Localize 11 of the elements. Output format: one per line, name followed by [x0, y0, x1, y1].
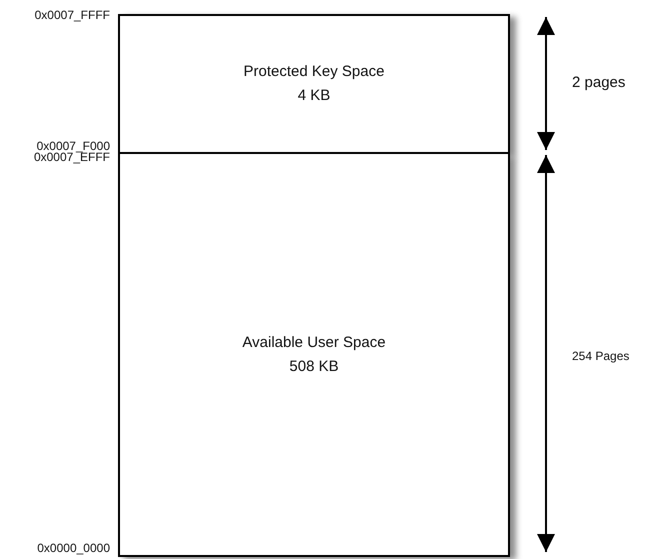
memory-region — [118, 14, 510, 154]
address-label: 0x0007_F000 — [36, 139, 110, 153]
page-count-label: 254 Pages — [572, 349, 630, 363]
region-name: Available User Space — [242, 332, 386, 352]
region-size: 508 KB — [289, 356, 339, 376]
memory-region — [118, 154, 510, 557]
region-size: 4 KB — [298, 86, 330, 106]
address-label: 0x0007_FFFF — [34, 8, 110, 22]
region-name: Protected Key Space — [244, 62, 384, 82]
address-label: 0x0000_0000 — [37, 541, 110, 555]
page-count-label: 2 pages — [572, 74, 626, 91]
